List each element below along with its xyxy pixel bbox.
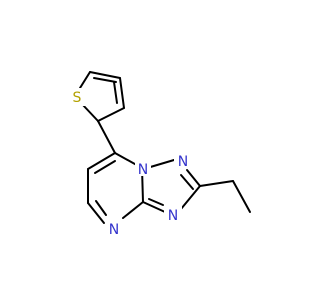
bond-n4-c5: [87, 202, 105, 224]
bond-n2-c2-inner: [180, 174, 194, 190]
bond-c2-ch2: [199, 180, 234, 187]
bond-thiophene-c7: [97, 120, 116, 154]
bond-c3-c4: [119, 77, 125, 109]
atom-n-pyrimidine: N: [109, 222, 119, 238]
bond-c6-c7: [87, 152, 116, 170]
atom-label-n-pyrimidine: N: [105, 220, 123, 238]
bond-c5-s: [79, 71, 91, 89]
bond-c4-c5: [89, 71, 121, 79]
bond-ch2-ch3: [232, 180, 251, 213]
triazole-ring: [142, 159, 201, 213]
bond-n2-c2: [186, 169, 201, 187]
ethyl-group: [199, 180, 251, 213]
atom-n-triazole-bottom: N: [168, 208, 178, 224]
atom-label-n-triazole-bottom: N: [164, 206, 182, 224]
bond-n3-c8a: [142, 201, 166, 213]
bond-c5-n4-inner: [95, 200, 107, 216]
bond-c8a-n4: [122, 201, 144, 219]
molecule-structure-diagram: S N N N N: [68, 71, 251, 238]
atom-n-bridgehead: N: [138, 162, 148, 178]
atom-s: S: [73, 90, 82, 106]
bond-s-c2: [81, 103, 99, 122]
atom-n-triazole-top: N: [178, 154, 188, 170]
thiophene-ring: [79, 71, 125, 122]
atom-label-s: S: [68, 88, 86, 106]
bond-c2-c3: [97, 107, 125, 122]
atom-label-n-triazole-top: N: [174, 152, 192, 170]
bond-n1-n2: [146, 159, 175, 169]
bond-c4-c5-inner: [93, 77, 117, 83]
bond-c2-n3: [180, 185, 201, 210]
pyrimidine-ring: [87, 152, 144, 224]
bond-n3-c8a-inner: [148, 198, 164, 206]
atom-label-n-bridge: N: [135, 160, 151, 178]
bond-c3-c4-inner: [113, 81, 118, 104]
bond-c6-c7-inner: [94, 160, 116, 174]
